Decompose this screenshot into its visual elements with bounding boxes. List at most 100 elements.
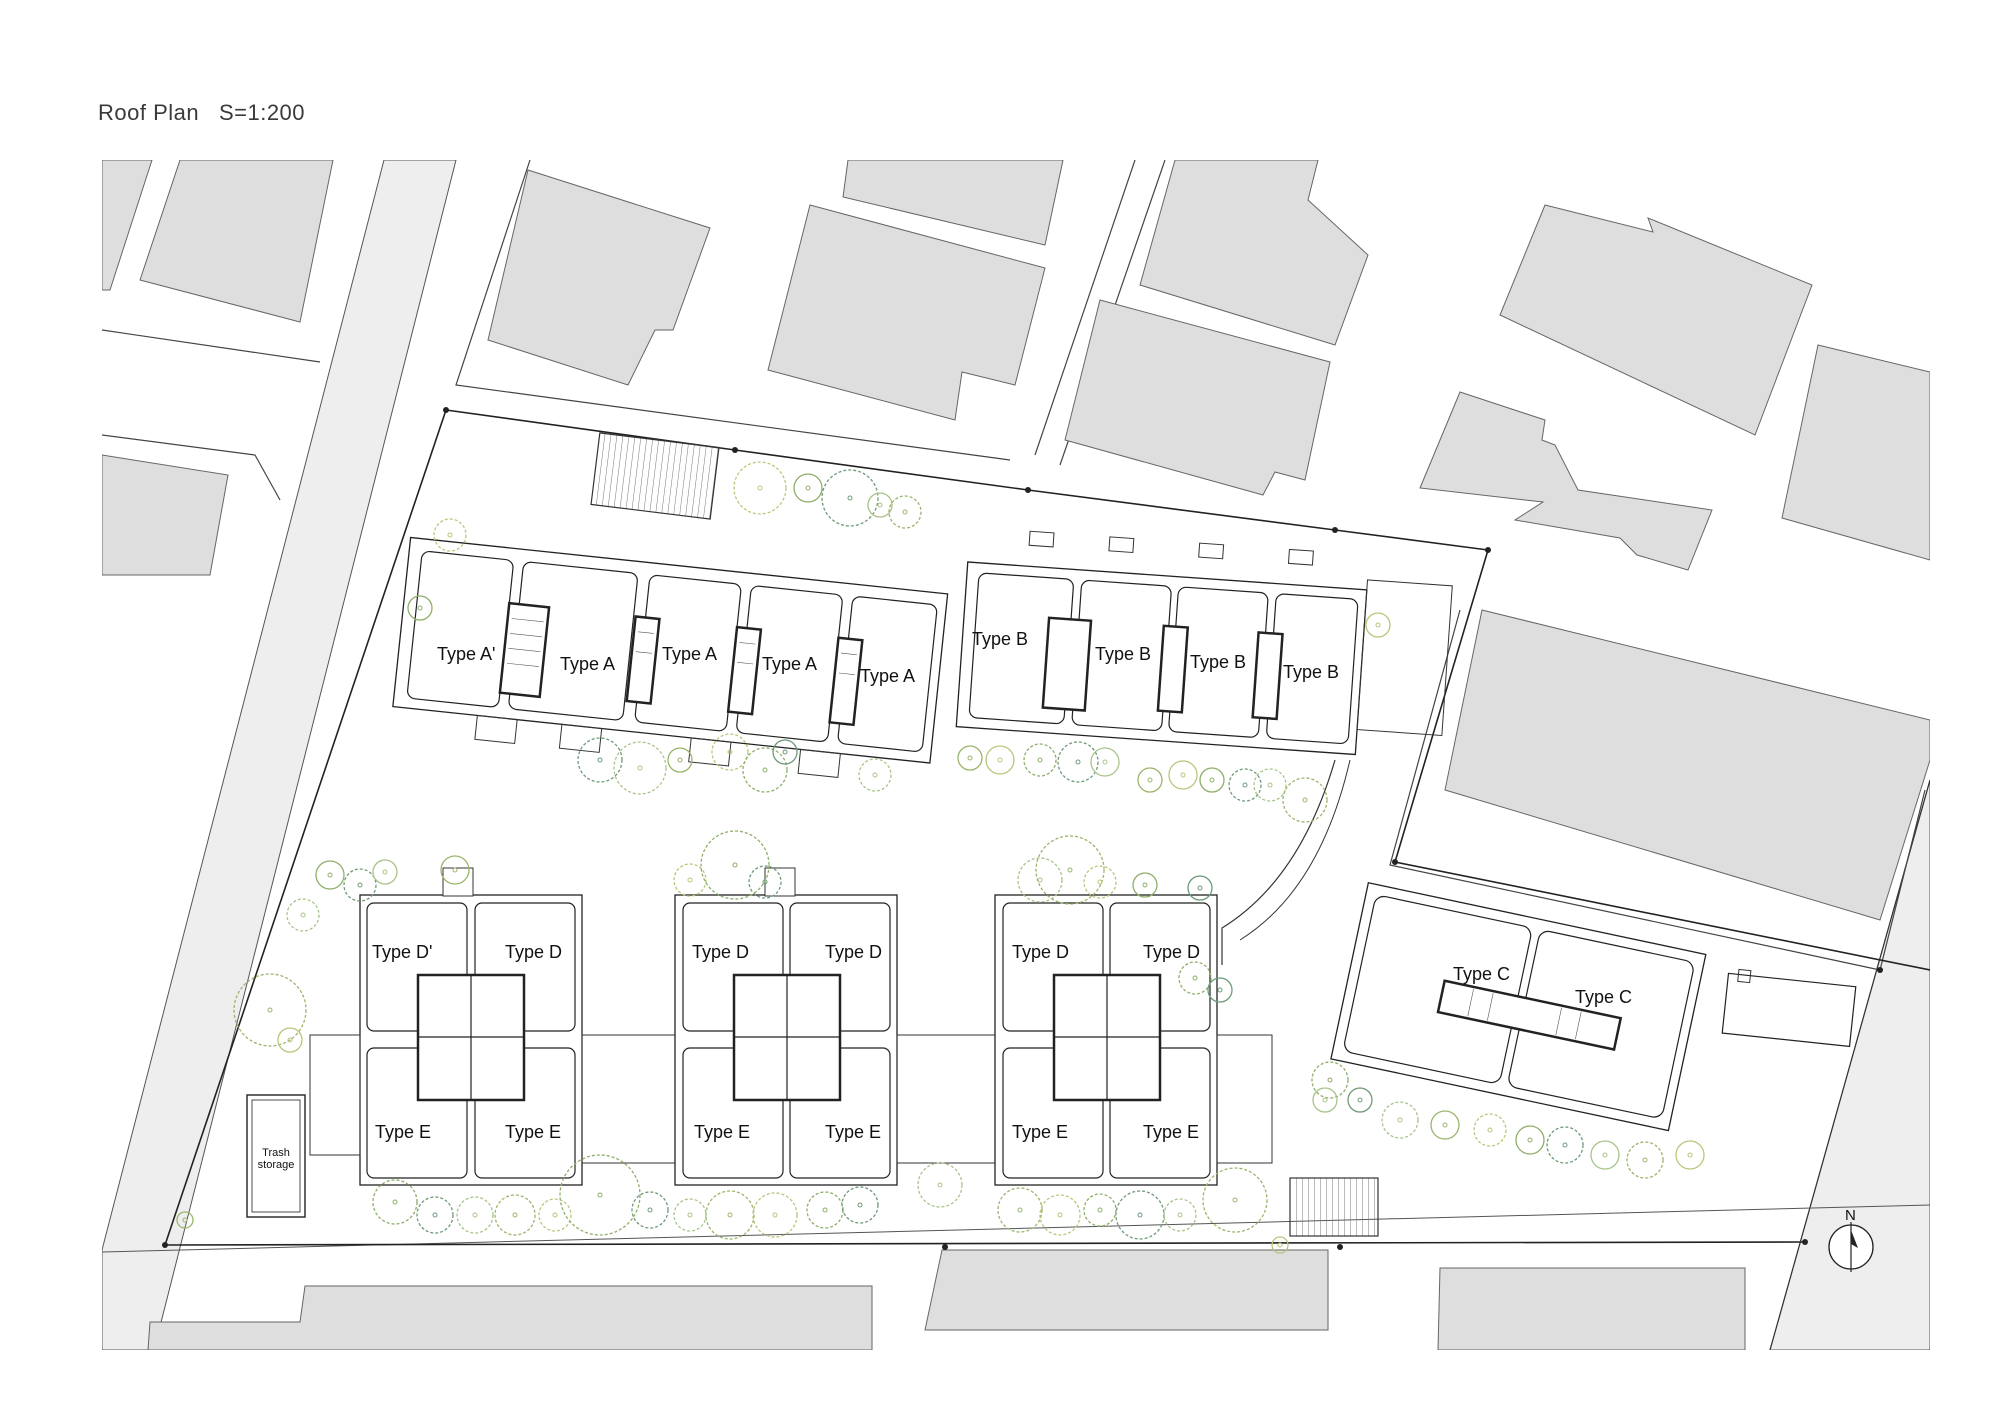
- tree-canopy: [1202, 1167, 1268, 1233]
- tree-trunk: [762, 879, 768, 885]
- tree-canopy: [1626, 1141, 1664, 1179]
- tree-trunk: [300, 912, 306, 918]
- label-type-c-1: Type C: [1453, 964, 1510, 984]
- tree-canopy: [1312, 1087, 1338, 1113]
- tree-canopy: [494, 1194, 536, 1236]
- trash-label-2: storage: [258, 1159, 295, 1171]
- tree-canopy: [841, 1186, 879, 1224]
- tree-canopy: [742, 747, 788, 793]
- tree-trunk: [432, 1212, 438, 1218]
- tree-trunk: [1487, 1127, 1493, 1133]
- tree-trunk: [1037, 877, 1043, 883]
- tree-canopy: [1365, 612, 1391, 638]
- tree-trunk: [1602, 1152, 1608, 1158]
- tree-canopy: [700, 830, 770, 900]
- tree-canopy: [233, 973, 307, 1047]
- tree-canopy: [631, 1191, 669, 1229]
- north-arrow: N: [1828, 1207, 1874, 1272]
- tree-trunk: [1642, 1157, 1648, 1163]
- tree-canopy: [752, 1192, 798, 1238]
- label-type-a-4: Type A: [860, 666, 915, 686]
- tree-trunk: [1097, 879, 1103, 885]
- tree-canopy: [985, 745, 1015, 775]
- tree-trunk: [1192, 975, 1198, 981]
- tree-canopy: [1546, 1126, 1584, 1164]
- tree-canopy: [1347, 1087, 1373, 1113]
- tree-trunk: [637, 765, 643, 771]
- tree-trunk: [1037, 757, 1043, 763]
- tree-trunk: [967, 755, 973, 761]
- tree-canopy: [407, 595, 433, 621]
- tree-trunk: [647, 1207, 653, 1213]
- tree-canopy: [1137, 767, 1163, 793]
- tree-trunk: [1327, 1077, 1333, 1083]
- north-row-a: [392, 536, 949, 779]
- tree-canopy: [277, 1027, 303, 1053]
- tree-canopy: [1090, 747, 1120, 777]
- tree-canopy: [772, 739, 798, 765]
- tree-canopy: [1311, 1061, 1349, 1099]
- label-type-b-1: Type B: [972, 629, 1028, 649]
- tree-canopy: [1282, 777, 1328, 823]
- tree-trunk: [1217, 987, 1223, 993]
- label-type-c-2: Type C: [1575, 987, 1632, 1007]
- tree-trunk: [805, 485, 811, 491]
- tree-canopy: [806, 1191, 844, 1229]
- tree-canopy: [1039, 1194, 1081, 1236]
- tree-trunk: [182, 1217, 188, 1223]
- tree-canopy: [1675, 1140, 1705, 1170]
- label-type-d-1: Type D: [505, 942, 562, 962]
- tree-trunk: [447, 532, 453, 538]
- tree-canopy: [1017, 857, 1063, 903]
- tree-trunk: [1147, 777, 1153, 783]
- tree-trunk: [1177, 1212, 1183, 1218]
- trash-storage: Trash storage: [246, 1094, 306, 1218]
- label-type-e-6: Type E: [1143, 1122, 1199, 1142]
- tree-trunk: [382, 869, 388, 875]
- exterior-stair-north: [590, 432, 720, 520]
- tree-canopy: [821, 469, 879, 527]
- tree-canopy: [673, 863, 707, 897]
- tree-trunk: [782, 749, 788, 755]
- tree-trunk: [772, 1212, 778, 1218]
- tree-canopy: [867, 492, 893, 518]
- tree-trunk: [287, 1037, 293, 1043]
- exterior-stair-south: [1289, 1177, 1379, 1237]
- trash-label-1: Trash: [262, 1147, 290, 1159]
- tree-canopy: [1228, 768, 1262, 802]
- tree-canopy: [1430, 1110, 1460, 1140]
- tree-trunk: [1267, 782, 1273, 788]
- tree-trunk: [902, 509, 908, 515]
- tree-canopy: [372, 859, 398, 885]
- tree-trunk: [1375, 622, 1381, 628]
- tree-trunk: [267, 1007, 273, 1013]
- tree-trunk: [417, 605, 423, 611]
- tree-canopy: [1115, 1190, 1165, 1240]
- tree-trunk: [1097, 1207, 1103, 1213]
- label-type-a-prime: Type A': [437, 644, 495, 664]
- tree-canopy: [673, 1198, 707, 1232]
- unit-labels: Type A' Type A Type A Type A Type A Type…: [372, 629, 1632, 1142]
- building-c: [1330, 881, 1707, 1132]
- tree-trunk: [1302, 797, 1308, 803]
- tree-trunk: [1442, 1122, 1448, 1128]
- label-type-e-2: Type E: [505, 1122, 561, 1142]
- tree-trunk: [937, 1182, 943, 1188]
- tree-trunk: [1562, 1142, 1568, 1148]
- tree-canopy: [705, 1190, 755, 1240]
- tree-canopy: [1057, 741, 1099, 783]
- label-type-d-2: Type D: [692, 942, 749, 962]
- label-type-d-5: Type D: [1143, 942, 1200, 962]
- tree-canopy: [858, 758, 892, 792]
- tree-trunk: [1357, 1097, 1363, 1103]
- tree-canopy: [559, 1154, 641, 1236]
- tree-canopy: [1083, 1193, 1117, 1227]
- tree-canopy: [1083, 865, 1117, 899]
- tree-canopy: [1168, 760, 1198, 790]
- road-west: [102, 160, 457, 1350]
- cluster-2: [674, 867, 998, 1186]
- neighbour-buildings: [102, 160, 1930, 1350]
- north-label: N: [1845, 1207, 1856, 1224]
- curved-path: [1221, 759, 1336, 965]
